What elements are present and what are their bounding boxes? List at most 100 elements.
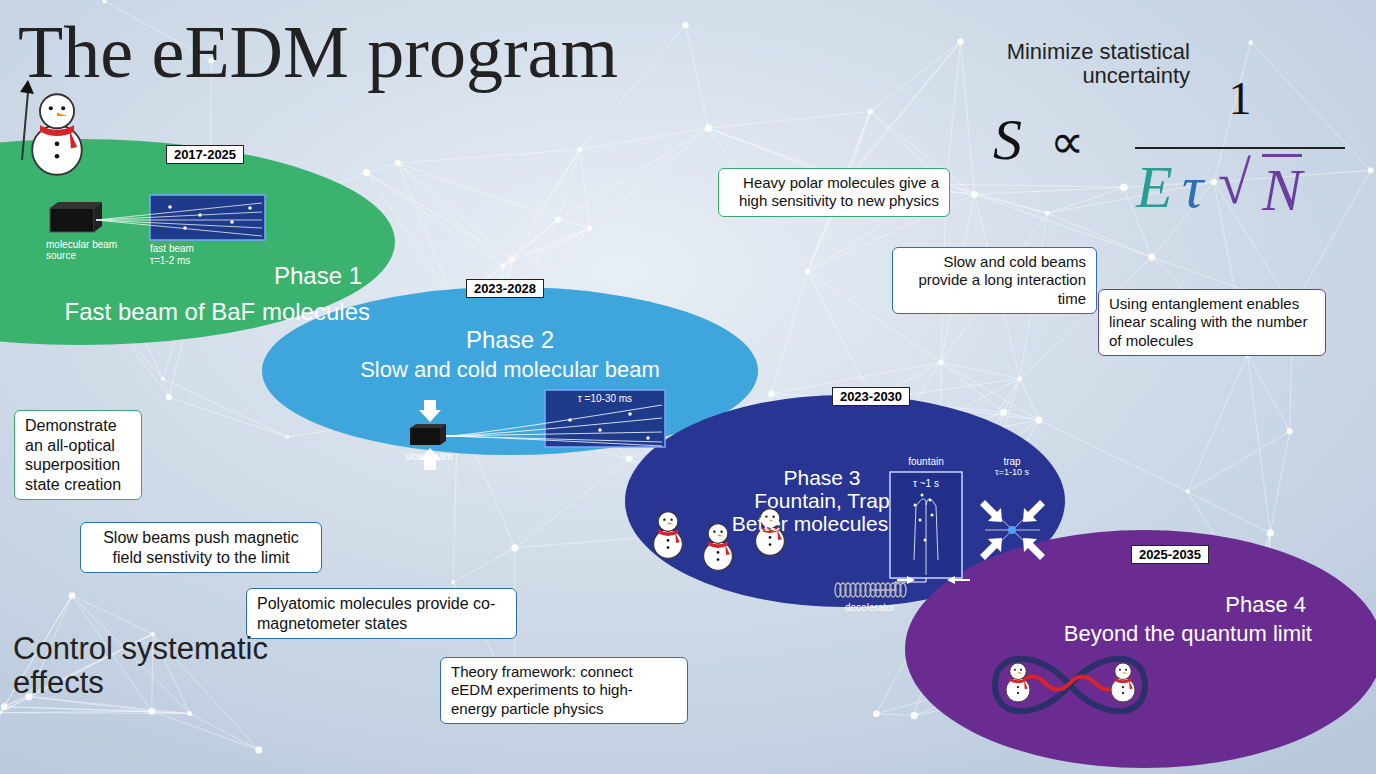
network-line bbox=[1039, 420, 1188, 491]
network-dot bbox=[768, 391, 775, 398]
network-line bbox=[590, 128, 709, 228]
network-line bbox=[190, 714, 259, 750]
network-line bbox=[453, 548, 515, 582]
network-line bbox=[1247, 354, 1270, 533]
illustration-label: molecular beam source bbox=[46, 239, 118, 261]
formula-symbol: √ bbox=[1218, 150, 1251, 216]
network-line bbox=[1247, 354, 1289, 431]
note-text: Slow and cold beams provide a long inter… bbox=[903, 253, 1086, 308]
network-dot bbox=[1287, 428, 1293, 434]
network-line bbox=[1188, 354, 1248, 491]
network-dot bbox=[1267, 529, 1274, 536]
network-line bbox=[1293, 170, 1371, 307]
network-dot bbox=[363, 169, 370, 176]
illustration-label: τ=1-10 s bbox=[995, 468, 1029, 478]
network-line bbox=[558, 128, 708, 219]
phase-description: Fast beam of BaF molecules bbox=[65, 298, 370, 326]
phase-description: Fountain, Trap bbox=[754, 489, 889, 513]
network-dot bbox=[957, 38, 964, 45]
section-heading: Control systematic effects bbox=[13, 632, 275, 700]
note-text: Theory framework: connect eEDM experimen… bbox=[451, 663, 677, 718]
illustration-label: τ =10-30 ms bbox=[578, 393, 632, 404]
network-dot bbox=[1000, 409, 1007, 416]
note-text: Slow beams push magnetic field senstivit… bbox=[91, 528, 311, 567]
year-tag: 2023-2028 bbox=[466, 279, 544, 298]
ellipse-outline bbox=[905, 530, 1376, 768]
network-line bbox=[1270, 431, 1289, 532]
network-dot bbox=[867, 109, 873, 115]
note-text: Polyatomic molecules provide co-magnetom… bbox=[257, 594, 506, 633]
network-dot bbox=[148, 708, 155, 715]
network-line bbox=[870, 42, 960, 112]
network-dot bbox=[1017, 376, 1022, 381]
network-line bbox=[849, 42, 961, 179]
network-line bbox=[961, 42, 975, 195]
network-line bbox=[366, 163, 398, 172]
network-line bbox=[398, 163, 455, 303]
illustration-label: τ=1-2 ms bbox=[150, 255, 190, 266]
network-line bbox=[1188, 492, 1271, 533]
heading-note: Minimize statistical uncertainty bbox=[960, 40, 1190, 88]
fraction-bar bbox=[1135, 147, 1345, 149]
network-line bbox=[580, 149, 590, 228]
note-text: Heavy polar molecules give a high sensit… bbox=[729, 174, 939, 211]
network-dot bbox=[1035, 417, 1042, 424]
network-line bbox=[398, 149, 580, 163]
network-dot bbox=[102, 0, 106, 3]
network-line bbox=[558, 149, 580, 219]
network-dot bbox=[873, 710, 880, 717]
illustration-label: fast beam bbox=[150, 243, 194, 254]
phase-heading: Phase 2 bbox=[466, 326, 554, 354]
note-box: Using entanglement enables linear scalin… bbox=[1098, 289, 1326, 356]
illustration-label: τ ~1 s bbox=[913, 478, 939, 489]
ellipse-shape bbox=[0, 139, 395, 345]
network-dot bbox=[587, 226, 592, 231]
network-line bbox=[975, 187, 1124, 194]
formula-symbol: E bbox=[1136, 154, 1173, 220]
network-dot bbox=[161, 377, 165, 381]
network-line bbox=[845, 42, 961, 181]
ellipse-shape bbox=[905, 530, 1376, 768]
network-line bbox=[558, 220, 589, 229]
formula-symbol: N bbox=[1262, 154, 1302, 223]
note-box: Demonstrate an all-optical superposition… bbox=[14, 410, 142, 500]
phase-ellipse: 2023-2030Phase 3Fountain, TrapBetter mol… bbox=[625, 395, 1065, 607]
year-tag: 2025-2035 bbox=[1131, 545, 1209, 564]
network-dot bbox=[1, 703, 8, 710]
network-dot bbox=[555, 216, 561, 222]
phase-description: Better molecules bbox=[732, 512, 888, 536]
network-line bbox=[941, 362, 1020, 379]
network-line bbox=[946, 184, 1047, 213]
network-lines bbox=[0, 0, 1374, 753]
network-line bbox=[1188, 431, 1290, 491]
network-dot bbox=[187, 711, 192, 716]
network-dot bbox=[577, 147, 582, 152]
phase-heading: Phase 4 bbox=[1225, 592, 1306, 618]
illustration-label: slow beam bbox=[405, 451, 453, 462]
network-dot bbox=[286, 435, 290, 439]
formula-symbol: 1 bbox=[1229, 74, 1252, 125]
network-line bbox=[1020, 379, 1039, 420]
network-line bbox=[4, 707, 190, 714]
network-dot bbox=[805, 269, 811, 275]
network-line bbox=[808, 271, 873, 399]
illustration-label: decelerator bbox=[845, 602, 895, 613]
network-line bbox=[771, 271, 807, 393]
network-dot bbox=[626, 456, 633, 463]
year-tag: 2023-2030 bbox=[832, 387, 910, 406]
network-line bbox=[686, 25, 709, 128]
formula-symbol: ∝ bbox=[1050, 116, 1084, 169]
network-line bbox=[946, 184, 1124, 187]
network-dot bbox=[395, 160, 401, 166]
network-line bbox=[941, 362, 1004, 412]
network-line bbox=[1251, 42, 1371, 170]
network-dot bbox=[1249, 40, 1253, 44]
network-dot bbox=[255, 746, 262, 753]
network-dot bbox=[451, 580, 455, 584]
illustration-label: fountain bbox=[908, 456, 944, 467]
note-box: Slow and cold beams provide a long inter… bbox=[892, 247, 1097, 314]
note-text: Using entanglement enables linear scalin… bbox=[1109, 295, 1315, 350]
note-box: Polyatomic molecules provide co-magnetom… bbox=[246, 588, 517, 639]
phase-heading: Phase 3 bbox=[783, 466, 860, 490]
network-line bbox=[515, 459, 629, 548]
